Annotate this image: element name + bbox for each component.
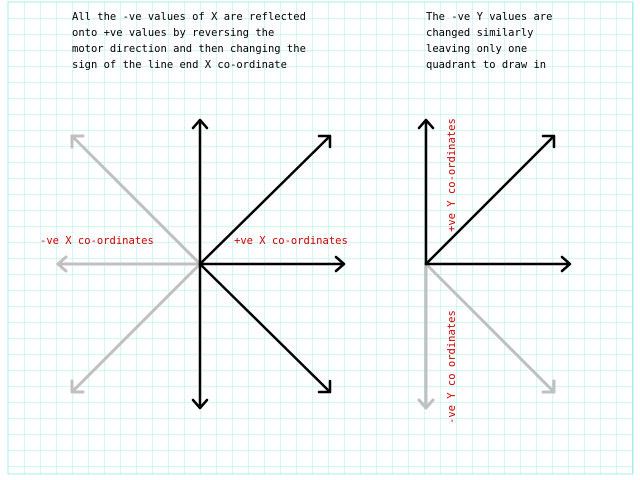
- note-right-line-4: quadrant to draw in: [426, 59, 546, 71]
- arrow-right-pos-x-pos-y: [424, 134, 556, 266]
- note-left-line-1: All the -ve values of X are reflected: [72, 11, 306, 23]
- note-left-line-3: motor direction and then changing the: [72, 43, 306, 55]
- note-left-line-2: onto +ve values by reversing the: [72, 27, 274, 39]
- note-right-line-1: The -ve Y values are: [426, 11, 552, 23]
- label-pos-y: +ve Y co-ordinates: [446, 118, 458, 232]
- label-neg-x: -ve X co-ordinates: [40, 235, 154, 247]
- note-right-line-2: changed similarly: [426, 27, 533, 39]
- arrow-neg-x: [56, 255, 202, 273]
- arrow-right-neg-y: [417, 262, 435, 410]
- right-reflected-arrows: [417, 262, 556, 410]
- arrow-pos-x: [198, 255, 346, 273]
- arrow-right-pos-x: [424, 255, 572, 273]
- note-left-line-4: sign of the line end X co-ordinate: [72, 59, 287, 71]
- label-pos-x: +ve X co-ordinates: [234, 235, 348, 247]
- arrow-right-pos-x-neg-y: [424, 262, 556, 394]
- arrow-pos-x-neg-y: [198, 262, 332, 394]
- left-reflected-arrows: [56, 134, 202, 394]
- left-active-arrows: [191, 118, 346, 410]
- label-neg-y: -ve Y co ordinates: [446, 310, 458, 424]
- note-right-line-3: leaving only one: [426, 43, 527, 55]
- arrow-pos-x-pos-y: [198, 134, 332, 266]
- right-active-arrows: [417, 118, 572, 273]
- arrow-neg-x-pos-y: [70, 134, 202, 266]
- arrow-right-pos-y: [417, 118, 435, 266]
- arrow-neg-y: [191, 262, 209, 410]
- grid-background: [8, 2, 633, 474]
- arrow-neg-x-neg-y: [70, 262, 202, 394]
- arrow-pos-y: [191, 118, 209, 266]
- grid-border: [7, 1, 634, 475]
